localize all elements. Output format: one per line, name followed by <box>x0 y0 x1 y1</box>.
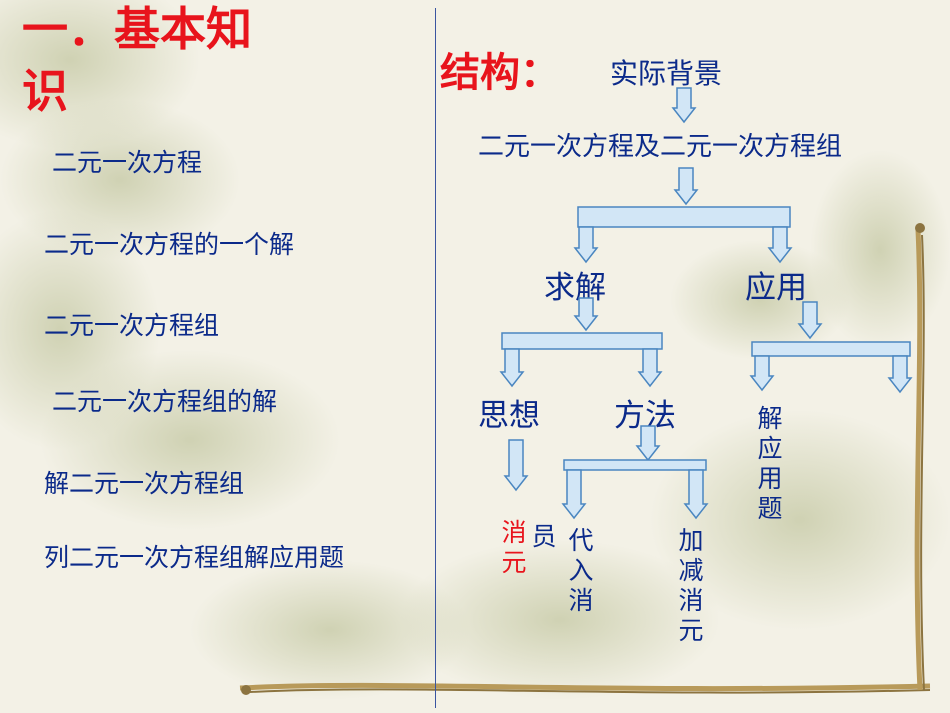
leaf-elimination: 消元 <box>501 518 527 577</box>
split-bar-idea-method <box>501 332 663 350</box>
arrow-to-method <box>637 348 663 388</box>
vertical-divider <box>435 8 436 708</box>
arrow-apply-left <box>749 355 775 392</box>
leaf-addition: 加减消元 <box>678 526 704 645</box>
arrow-method-down <box>635 425 661 462</box>
node-solve: 求解 <box>544 270 606 306</box>
leaf-substitution: 代入消 <box>568 526 594 615</box>
node-topic: 二元一次方程及二元一次方程组 <box>478 132 843 162</box>
node-apply: 应用 <box>745 270 807 306</box>
knowledge-item: 二元一次方程组的解 <box>52 387 278 416</box>
arrow-idea-to-elimination <box>503 439 529 492</box>
arrow-to-solve <box>573 226 599 264</box>
arrow-topic-to-split <box>673 167 699 206</box>
leaf-elimination-side: 员 <box>531 522 557 551</box>
knowledge-item: 二元一次方程组 <box>44 311 220 340</box>
knowledge-item: 二元一次方程的一个解 <box>44 230 295 259</box>
structure-label: 结构： <box>440 50 560 96</box>
section-title-line1: 一．基本知 <box>22 2 252 56</box>
knowledge-item: 解二元一次方程组 <box>44 469 245 498</box>
arrow-to-idea <box>499 348 525 388</box>
node-idea: 思想 <box>478 398 540 434</box>
arrow-apply-right <box>887 355 913 394</box>
knowledge-item: 列二元一次方程组解应用题 <box>44 543 345 572</box>
knowledge-item: 二元一次方程 <box>52 148 203 177</box>
arrow-apply-down <box>797 301 823 340</box>
arrow-to-apply <box>767 226 793 264</box>
section-title-line2: 识 <box>22 64 68 118</box>
split-bar-methods <box>563 459 707 471</box>
arrow-to-addition <box>683 469 709 520</box>
split-bar-solve-apply <box>577 206 791 228</box>
node-background: 实际背景 <box>610 57 723 90</box>
arrow-to-substitution <box>561 469 587 520</box>
arrow-solve-down <box>573 297 599 332</box>
arrow-background-to-topic <box>671 87 697 124</box>
split-bar-apply <box>751 341 911 357</box>
leaf-word-problem: 解应用题 <box>757 404 783 523</box>
